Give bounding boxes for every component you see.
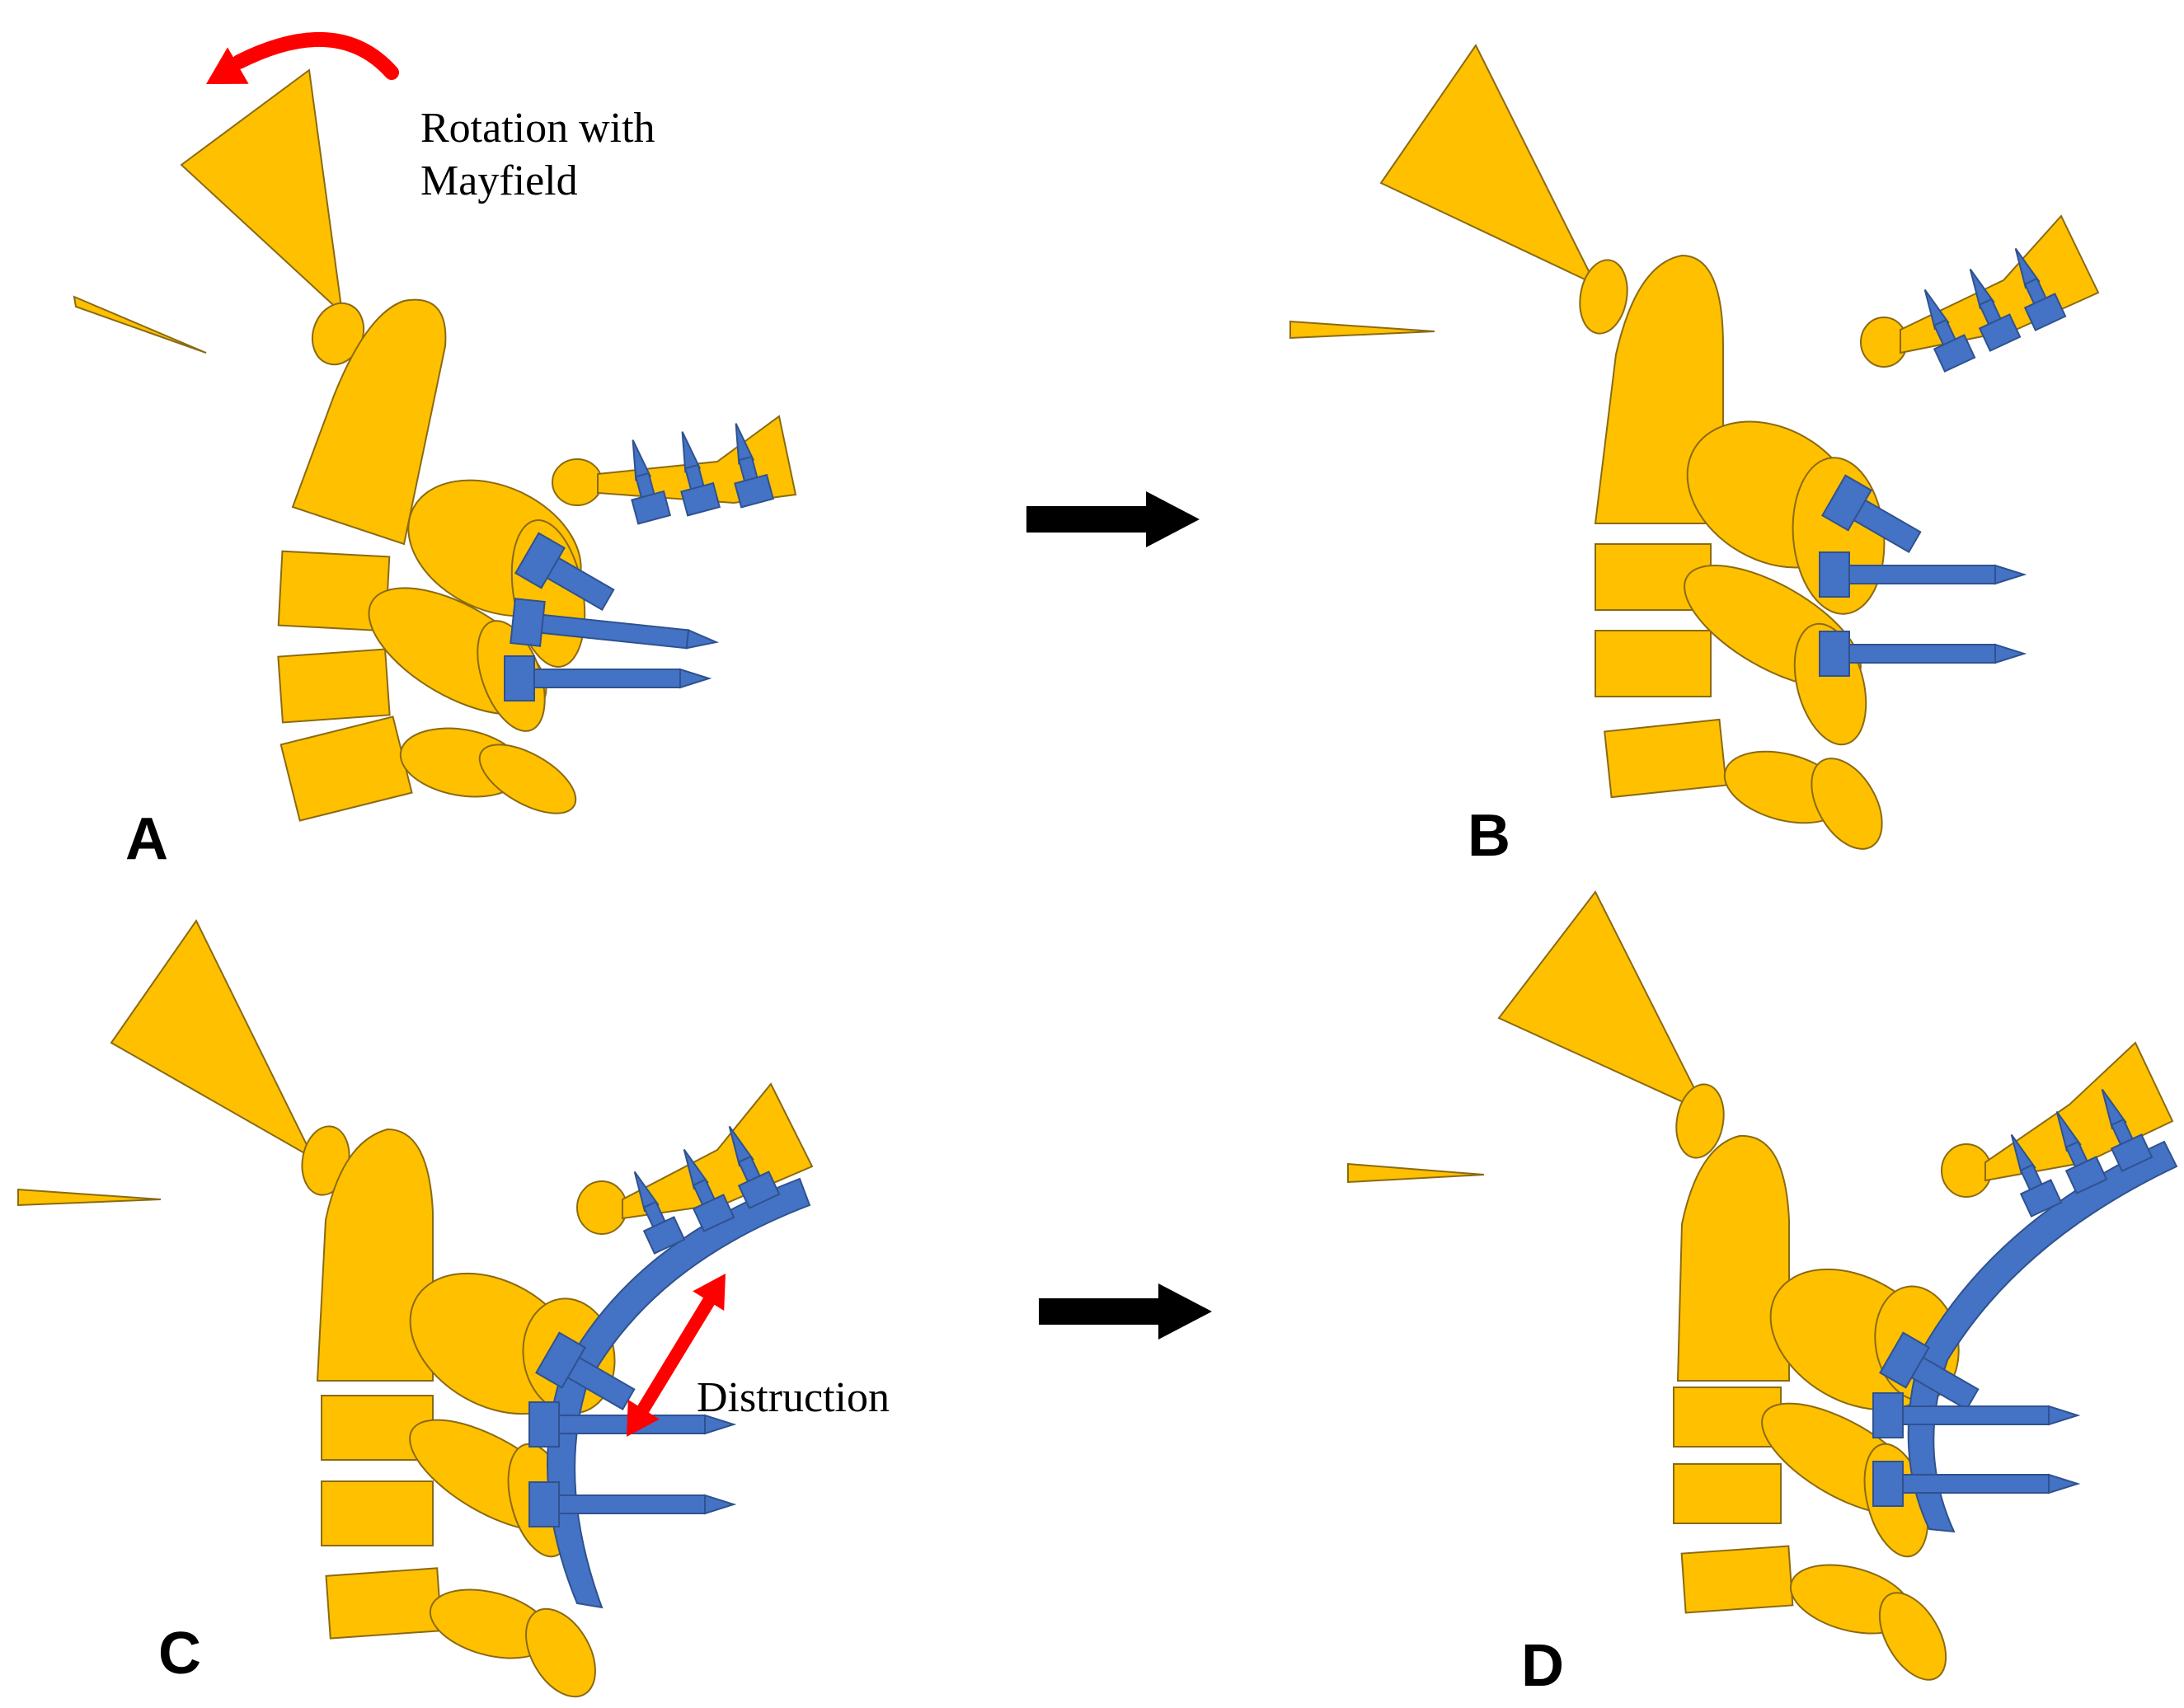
occipital-condyle — [1579, 259, 1628, 335]
dens-body — [291, 298, 447, 546]
skull-wedge — [110, 919, 316, 1161]
distraction-label: Distruction — [697, 1374, 890, 1421]
panel-a: Rotation with Mayfield A — [73, 31, 797, 872]
anterior-spike — [73, 295, 207, 354]
panel-b: B — [1289, 44, 2100, 869]
skull-wedge — [1497, 890, 1709, 1115]
vertebral-body — [1604, 718, 1727, 799]
vertebral-body — [1595, 630, 1712, 697]
dens-body — [316, 1128, 434, 1382]
skull-wedge — [1379, 44, 1598, 287]
vertebral-body — [1680, 1545, 1794, 1614]
rotation-label-line1: Rotation with — [420, 105, 655, 152]
step-arrow-bottom — [1039, 1283, 1212, 1340]
vertebral-body — [277, 648, 391, 724]
rotation-arrow — [195, 31, 399, 103]
vertebral-body — [325, 1567, 443, 1640]
dens-body — [1676, 1134, 1790, 1382]
vertebral-body — [279, 716, 413, 822]
posterior-element — [525, 1607, 596, 1698]
occipital-condyle — [1675, 1083, 1725, 1159]
occipitocervical-rod — [547, 1177, 811, 1609]
anterior-spike — [1347, 1162, 1485, 1184]
panel-label-d: D — [1521, 1633, 1564, 1699]
occipital-plate — [1941, 1041, 2174, 1198]
step-arrow-top — [1026, 491, 1200, 547]
distraction-arrow — [611, 1264, 741, 1447]
panel-label-b: B — [1468, 803, 1510, 869]
posterior-element — [1878, 1592, 1947, 1681]
panel-c: Distruction C — [17, 919, 890, 1698]
posterior-element — [1811, 758, 1883, 850]
occipital-plate — [1860, 214, 2100, 368]
panel-d: D — [1347, 890, 2178, 1699]
posterior-element — [478, 744, 577, 814]
vertebral-body — [1673, 1463, 1782, 1524]
panel-label-c: C — [158, 1621, 201, 1687]
anterior-spike — [17, 1188, 162, 1207]
skull-wedge — [180, 68, 344, 316]
vertebral-body — [321, 1480, 434, 1546]
anterior-spike — [1289, 320, 1435, 340]
rotation-label-line2: Mayfield — [420, 157, 578, 204]
panel-label-a: A — [125, 806, 168, 872]
